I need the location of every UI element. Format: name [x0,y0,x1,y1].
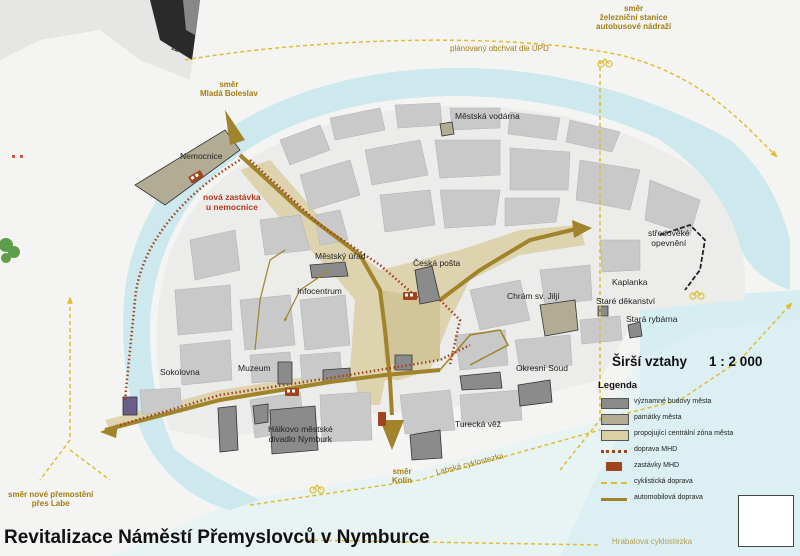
trees [0,238,20,263]
scale-label: Širší vztahy 1 : 2 000 [612,354,762,369]
label-hrabalova-cyklostezka: Hrabalova cyklostezka [612,537,693,546]
label-divadlo: Hálkovo městské divadlo Nymburk [268,424,333,444]
legend-item: významné budovy města [598,396,768,412]
legend-item: cyklistická doprava [598,476,768,492]
medieval-wall [659,223,706,291]
legend-label: doprava MHD [634,446,678,453]
label-obchvat: plánovaný obchvat dle ÚPD [450,44,549,53]
bicycle-icon [597,58,613,68]
label-infocentrum: Infocentrum [297,286,342,296]
legend-title: Legenda [598,380,638,391]
bus-stop-icons [188,170,417,426]
monuments [134,121,579,337]
legend-label: automobilová doprava [634,494,703,501]
label-smer-zeleznice: směr železniční stanice autobusové nádra… [596,4,672,32]
scale-ratio: 1 : 2 000 [709,354,763,369]
label-smer-premosteni: směr nové přemostění přes Labe [8,490,94,509]
legend: Legenda významné budovy města památky měs… [598,380,768,508]
legend-label: propojující centrální zóna města [634,430,734,437]
legend-item: automobilová doprava [598,492,768,508]
arrow-kolin [380,420,404,450]
dark-building-side [183,0,200,35]
legend-label: významné budovy města [634,398,712,405]
bus-routes [119,158,471,427]
legend-swatch [601,430,629,441]
label-ceska-posta: Česká pošta [413,258,461,268]
legend-swatch [601,414,629,425]
label-muzeum: Muzeum [238,363,271,373]
label-mestska-vodarna: Městská vodárna [455,111,520,121]
legend-solid-line [601,498,627,501]
river-bank [110,320,800,556]
label-stara-rybarna: Stará rybárna [626,314,678,324]
label-smer-mlada-boleslav: směr Mladá Boleslav [200,80,258,99]
namesti-square [380,290,440,365]
legend-swatch [601,398,629,409]
bus-stop-icon [378,412,386,426]
small-markers [12,155,23,158]
bus-stop-icon [188,170,204,184]
label-okresni-soud: Okresní Soud [516,363,568,373]
bicycle-icon [309,484,325,494]
label-kaplanka: Kaplanka [612,277,648,287]
label-stare-dekanstvi: Staré děkanství [596,296,656,306]
significant-buildings [122,261,643,461]
label-stredoveke-opevneni: středověké opevnění [648,228,690,248]
legend-item: památky města [598,412,768,428]
legend-dashed-line [601,482,627,484]
scale-title: Širší vztahy [612,354,688,369]
label-mestsky-urad: Městský úřad [315,251,366,261]
buildings [139,102,701,443]
car-routes [104,153,581,432]
label-sokolovna: Sokolovna [160,367,200,377]
legend-label: cyklistická doprava [634,478,693,485]
bike-routes [39,39,793,546]
bus-icon [606,462,622,471]
legend-label: památky města [634,414,682,421]
label-turecka-vez: Turecká věž [455,419,501,429]
label-nova-zastavka: nová zastávka u nemocnice [203,192,261,212]
legend-item: propojující centrální zóna města [598,428,768,444]
arrow-east [572,220,592,238]
bus-stop-icon [403,292,417,300]
legend-label: zastávky MHD [634,462,680,469]
north-letter: A [170,46,180,52]
legend-items: významné budovy města památky města propoj… [598,396,768,508]
bus-stop-icon [285,388,299,396]
bicycle-icon [689,290,705,300]
arrow-mlada-boleslav [225,110,245,145]
label-smer-kolin: směr Kolín [392,467,412,486]
legend-item: doprava MHD [598,444,768,460]
bicycle-icons [309,58,705,494]
moat-water [123,67,791,510]
label-chram-sv-jilji: Chrám sv. Jiljí [507,291,560,301]
legend-dotted-line [601,450,627,453]
page-title: Revitalizace Náměstí Přemyslovců v Nymbu… [4,527,430,548]
terrain-shadow [0,0,200,80]
arrow-west [100,424,118,438]
north-arrow-box [738,495,794,547]
legend-item: zastávky MHD [598,460,768,476]
label-nemocnice: Nemocnice [180,151,223,161]
